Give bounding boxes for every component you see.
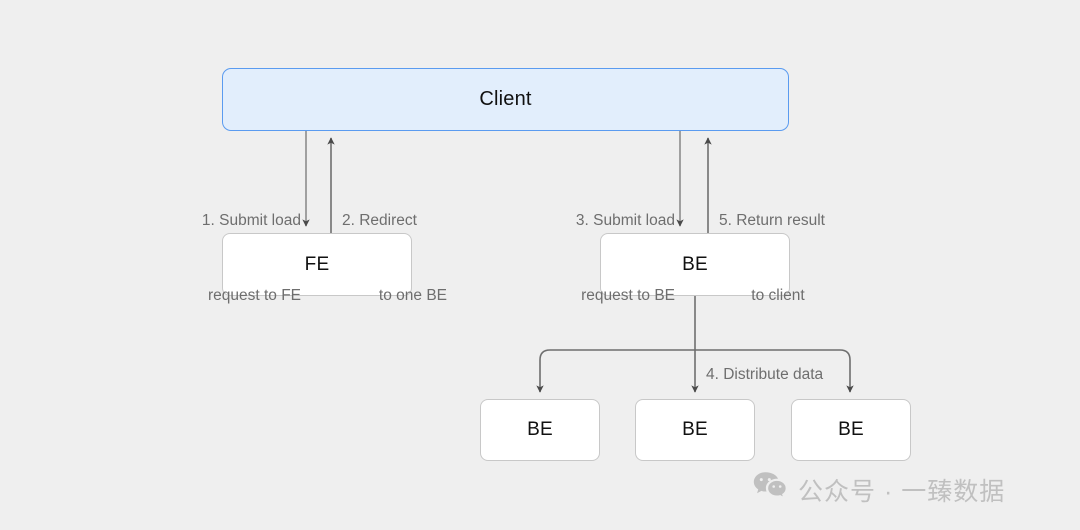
node-be-2-label: BE [682, 419, 708, 440]
edge-label-3-line2: request to BE [581, 287, 675, 304]
edge-label-1-line2: request to FE [207, 287, 301, 304]
edge-label-2-line2: to one BE [378, 287, 447, 304]
edge-label-5: 5. Return result to client [719, 158, 849, 358]
watermark-text: 公众号 · 一臻数据 [798, 477, 1006, 506]
node-be-top[interactable]: BE [600, 233, 790, 296]
node-fe[interactable]: FE [222, 233, 412, 296]
edge-label-1: 1. Submit load request to FE [166, 158, 301, 358]
wechat-icon [753, 471, 787, 508]
node-fe-label: FE [304, 253, 330, 275]
edge-label-2-line1: 2. Redirect [342, 212, 417, 229]
edge-label-5-line1: 5. Return result [719, 212, 825, 229]
node-be-3[interactable]: BE [791, 399, 911, 461]
node-be-1-label: BE [527, 419, 553, 440]
edge-label-4: 4. Distribute data [706, 312, 886, 437]
edge-label-4-line1: 4. Distribute data [706, 366, 824, 383]
node-be-1[interactable]: BE [480, 399, 600, 461]
node-be-top-label: BE [682, 253, 708, 275]
edge-label-2: 2. Redirect to one BE [342, 158, 462, 358]
node-client[interactable]: Client [222, 68, 789, 131]
edge-label-5-line2: to client [751, 287, 805, 304]
edge-label-3-line1: 3. Submit load [575, 212, 675, 229]
edge-4-branch-right [695, 349, 854, 393]
node-be-3-label: BE [838, 419, 864, 440]
node-client-label: Client [479, 88, 532, 110]
edge-label-1-line1: 1. Submit load [201, 212, 301, 229]
node-be-2[interactable]: BE [635, 399, 755, 461]
watermark: 公众号 · 一臻数据 [753, 471, 1005, 508]
edge-label-3: 3. Submit load request to BE [540, 158, 675, 358]
edge-4-branch-left [536, 349, 695, 393]
